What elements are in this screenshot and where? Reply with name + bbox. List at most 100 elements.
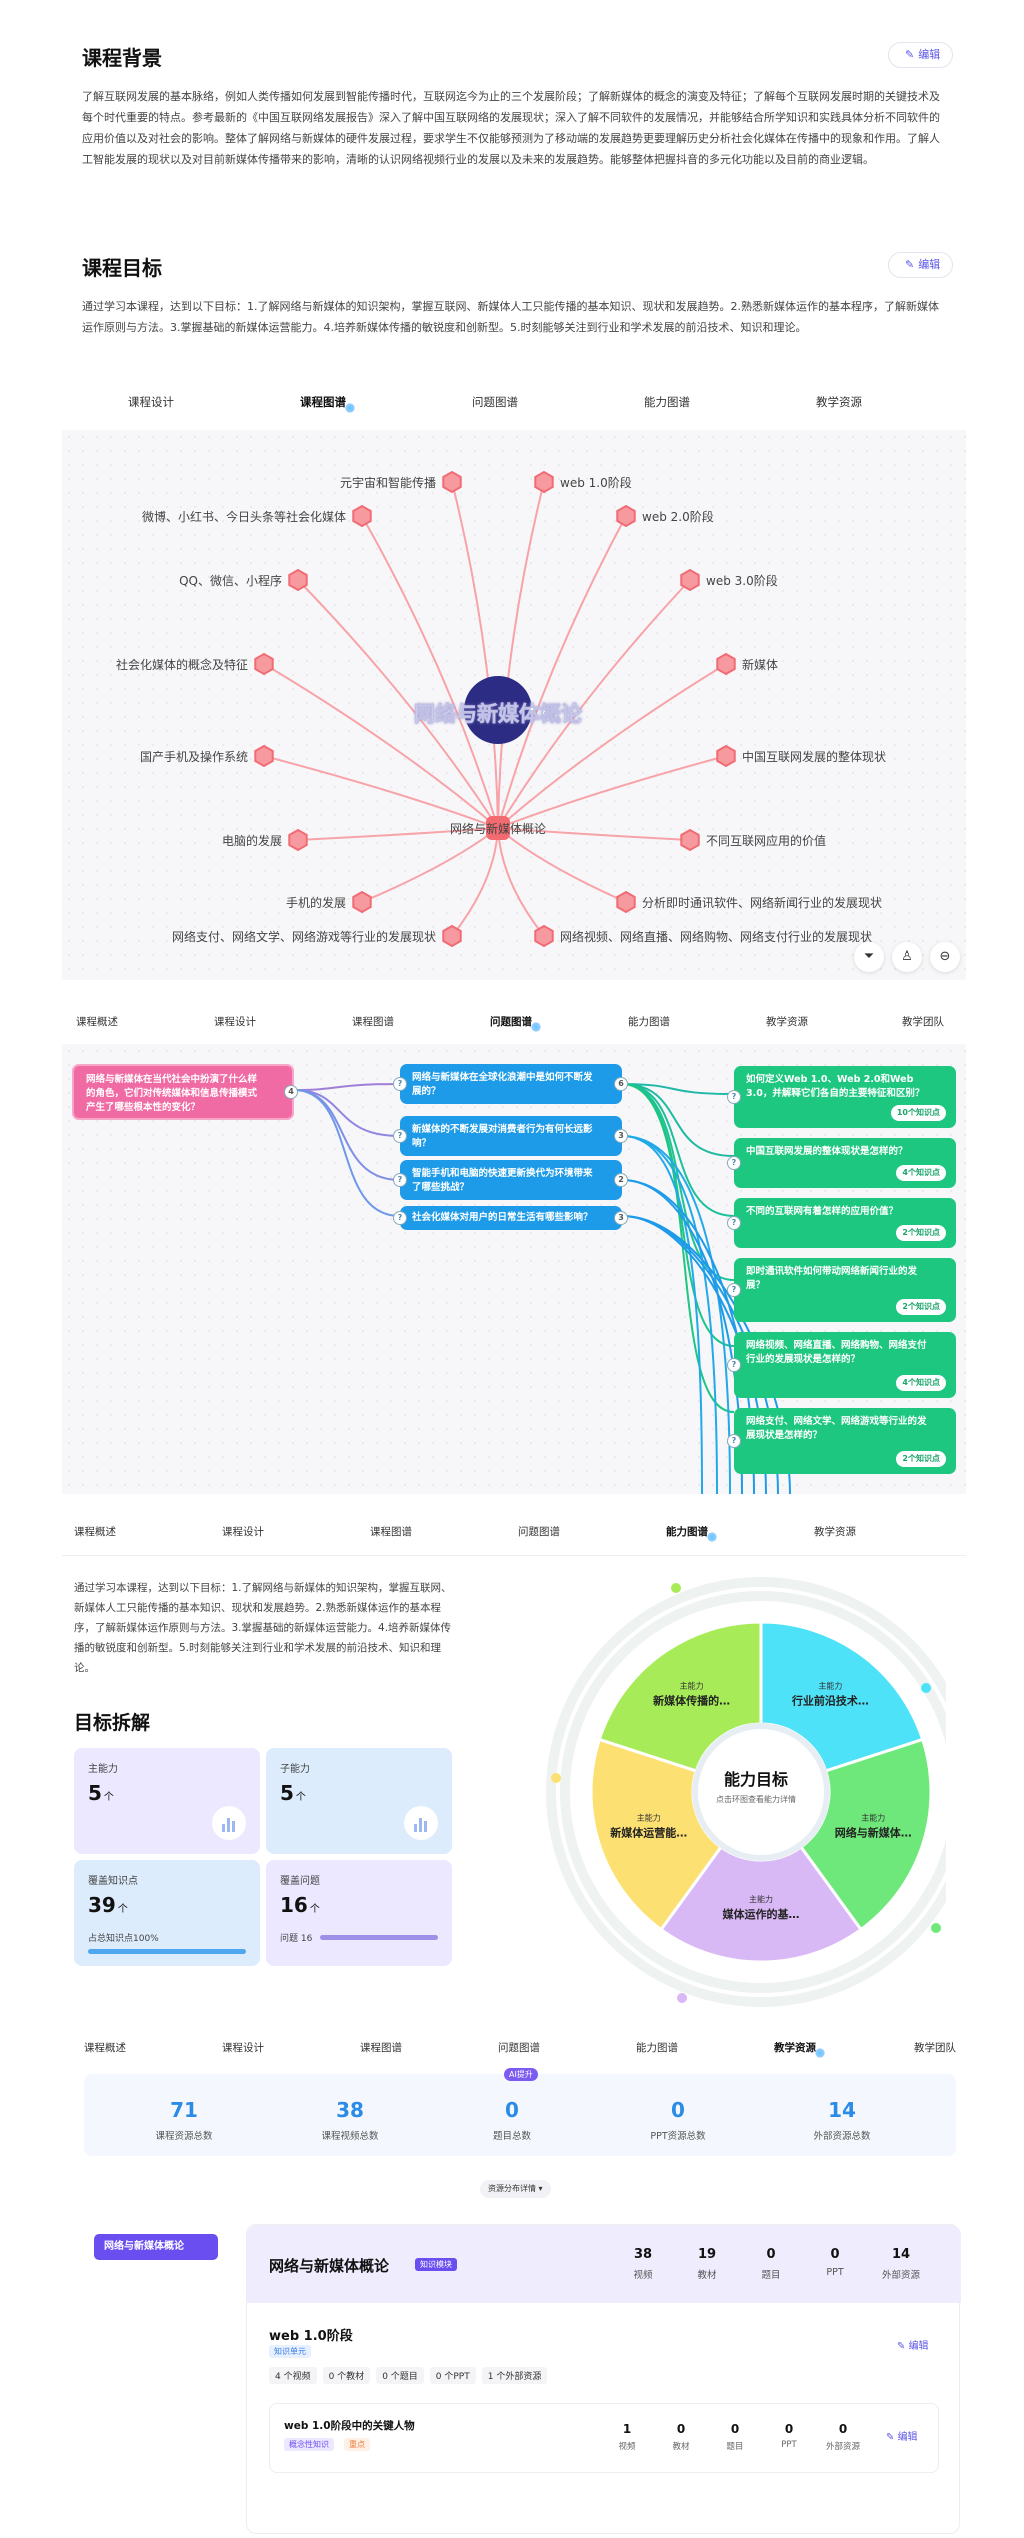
mindmap-level2-item[interactable]: ? 网络与新媒体在全球化浪潮中是如何不断发展的？ 6 [393,1064,628,1104]
tab-course-design[interactable]: 课程设计 [214,1016,256,1028]
concept-tag: 概念性知识 [284,2438,334,2451]
point-edit-button[interactable]: ✎ 编辑 [886,2432,918,2443]
mindmap-level3-item[interactable]: ? 即时通讯软件如何带动网络新闻行业的发展？ 2个知识点 [727,1258,956,1322]
mindmap-level3-item[interactable]: ? 如何定义Web 1.0、Web 2.0和Web 3.0，并解释它们各自的主要… [727,1066,956,1128]
graph-node[interactable] [254,652,274,676]
tab-ability-graph[interactable]: 能力图谱 [636,2042,678,2054]
tab-course-graph[interactable]: 课程图谱 [300,395,355,413]
graph-node-label[interactable]: 社会化媒体的概念及特征 [115,658,248,672]
unit-edit-button[interactable]: ✎ 编辑 [897,2341,929,2352]
mindmap-level2-item[interactable]: ? 新媒体的不断发展对消费者行为有何长远影响？ 3 [393,1116,628,1156]
sidebar-item-course[interactable]: 网络与新媒体概论 [94,2234,218,2260]
chevron-down-icon: ▾ [538,2184,543,2193]
graph-edge [497,827,691,841]
graph-node-label[interactable]: web 2.0阶段 [642,510,714,524]
tab-teaching-resources[interactable]: 教学资源 [766,1016,808,1028]
mindmap-level3-item[interactable]: ? 网络视频、网络直播、网络购物、网络支付行业的发展现状是怎样的？ 4个知识点 [727,1332,956,1398]
ring-slice-label: 媒体运作的基… [722,1907,800,1921]
mindmap-level3-item[interactable]: ? 网络支付、网络文学、网络游戏等行业的发展现状是怎样的？ 2个知识点 [727,1408,956,1474]
graph-node[interactable] [616,504,636,528]
tab-teaching-resources[interactable]: 教学资源 [814,1526,856,1538]
goals-edit-button[interactable]: ✎编辑 [888,252,954,278]
tab-teaching-team[interactable]: 教学团队 [902,1016,944,1028]
mindmap-root[interactable]: 网络与新媒体在当代社会中扮演了什么样的角色，它们对传统媒体和信息传播模式产生了哪… [72,1064,298,1120]
graph-node-label[interactable]: 网络支付、网络文学、网络游戏等行业的发展现状 [171,930,436,944]
graph-node-label[interactable]: 国产手机及操作系统 [139,750,248,764]
tab-question-graph[interactable]: 问题图谱 [498,2042,540,2054]
question-icon: ? [393,1211,407,1225]
tab-question-graph[interactable]: 问题图谱 [490,1016,541,1032]
ability-ring-chart[interactable]: 主能力行业前沿技术…主能力网络与新媒体…主能力媒体运作的基…主能力新媒体运营能…… [496,1568,946,2018]
mindmap-level3-item[interactable]: ? 不同的互联网有着怎样的应用价值？ 2个知识点 [727,1198,956,1248]
graph-edge [263,755,499,829]
graph-node[interactable] [442,924,462,948]
graph-node[interactable] [442,470,462,494]
tab-course-design[interactable]: 课程设计 [222,1526,264,1538]
graph-node-label[interactable]: web 1.0阶段 [560,476,632,490]
graph-node-label[interactable]: 中国互联网发展的整体现状 [742,750,887,764]
graph-node-label[interactable]: 电脑的发展 [221,834,282,848]
graph-node-label[interactable]: 元宇宙和智能传播 [339,476,436,490]
graph-edge [497,827,545,937]
tab-course-design[interactable]: 课程设计 [128,395,174,409]
tab-question-graph[interactable]: 问题图谱 [518,1526,560,1538]
mindmap-level2-item[interactable]: ? 智能手机和电脑的快速更新换代为环境带来了哪些挑战？ 2 [393,1160,628,1200]
chart-icon [404,1806,438,1840]
tab-overview[interactable]: 课程概述 [76,1016,118,1028]
graph-node[interactable] [534,470,554,494]
edit-icon: ✎ [897,2341,909,2352]
graph-node-label[interactable]: 分析即时通讯软件、网络新闻行业的发展现状 [642,896,883,910]
tab-overview[interactable]: 课程概述 [84,2042,126,2054]
tab-overview[interactable]: 课程概述 [74,1526,116,1538]
tab-teaching-team[interactable]: 教学团队 [914,2042,956,2054]
graph-node[interactable] [352,504,372,528]
graph-node-label[interactable]: 手机的发展 [285,896,346,910]
person-icon[interactable]: ♙ [892,942,922,972]
ring-decoration-dot [677,1993,687,2003]
graph-node[interactable] [716,652,736,676]
mindmap-level3-item[interactable]: ? 中国互联网发展的整体现状是怎样的？ 4个知识点 [727,1138,956,1188]
tab-teaching-resources[interactable]: 教学资源 [774,2042,825,2058]
minus-icon[interactable]: ⊖ [930,942,960,972]
graph-node-label[interactable]: 微博、小红书、今日头条等社会化媒体 [141,510,346,524]
graph-node[interactable] [616,890,636,914]
graph-node[interactable] [288,568,308,592]
graph-hub-node[interactable] [486,816,510,840]
tab-teaching-resources[interactable]: 教学资源 [816,395,862,409]
graph-node-label[interactable]: 新媒体 [742,658,779,672]
tab-course-design[interactable]: 课程设计 [222,2042,264,2054]
question-icon: ? [727,1358,741,1372]
graph-node[interactable] [534,924,554,948]
distribution-dropdown[interactable]: 资源分布详情 ▾ [480,2180,551,2198]
chart-icon [212,1806,246,1840]
tab-course-graph[interactable]: 课程图谱 [360,2042,402,2054]
knowledge-point-row[interactable]: web 1.0阶段中的关键人物 概念性知识 重点 1 视频 0 教材 0 题目 … [269,2403,939,2473]
tab-ability-graph[interactable]: 能力图谱 [628,1016,670,1028]
graph-node[interactable] [680,568,700,592]
resource-stats-bar: AI提升 71 课程资源总数 38 课程视频总数 0 题目总数 0 PPT资源总… [84,2068,956,2156]
graph-node-label[interactable]: QQ、微信、小程序 [179,574,282,588]
graph-node[interactable] [288,828,308,852]
edit-icon: ✎ [905,48,915,61]
tab-course-graph[interactable]: 课程图谱 [370,1526,412,1538]
graph-node-label[interactable]: 不同互联网应用的价值 [706,834,827,848]
mindmap-level2-item[interactable]: ? 社会化媒体对用户的日常生活有哪些影响？ 3 [393,1206,628,1230]
graph-center-node[interactable] [464,676,532,744]
graph-node-label[interactable]: 网络视频、网络直播、网络购物、网络支付行业的发展现状 [560,930,873,944]
graph-hub-label: 网络与新媒体概论 [449,822,546,836]
background-edit-button[interactable]: ✎编辑 [888,42,954,68]
graph-node[interactable] [680,828,700,852]
graph-node[interactable] [352,890,372,914]
tab-ability-graph[interactable]: 能力图谱 [644,395,690,409]
tab-course-graph[interactable]: 课程图谱 [352,1016,394,1028]
tab-ability-graph[interactable]: 能力图谱 [666,1526,717,1542]
graph-edge [497,515,627,829]
graph-node[interactable] [716,744,736,768]
graph-node[interactable] [254,744,274,768]
tab-question-graph[interactable]: 问题图谱 [472,395,518,409]
filter-icon[interactable]: ⏷ [854,942,884,972]
question-progress [320,1935,438,1940]
graph-node-label[interactable]: web 3.0阶段 [706,574,778,588]
